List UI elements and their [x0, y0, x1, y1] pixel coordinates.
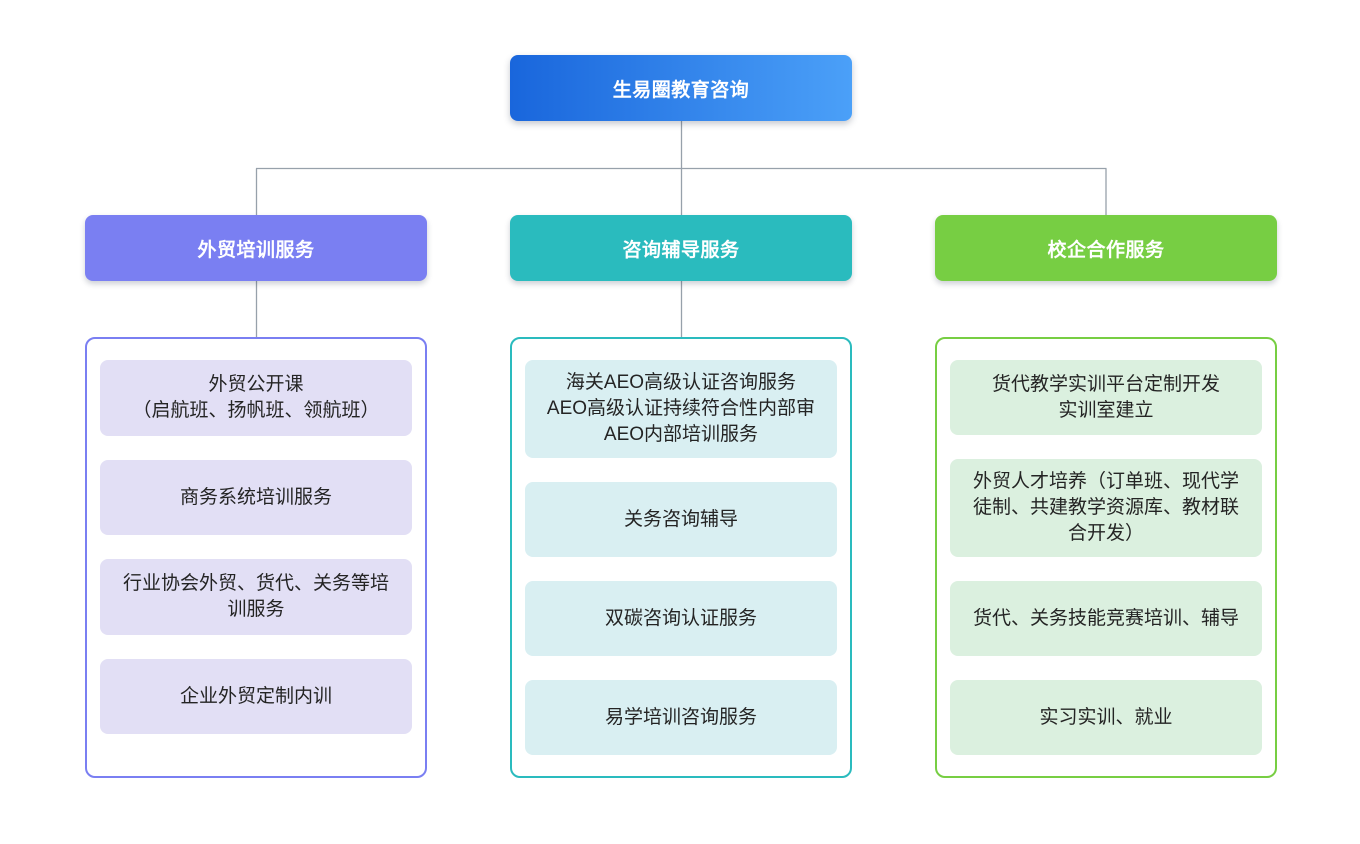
service-item-label: 商务系统培训服务 [179, 486, 332, 508]
branch-header-label: 校企合作服务 [1047, 239, 1165, 261]
service-item: 行业协会外贸、货代、关务等培训服务 [100, 559, 412, 635]
service-item: 货代教学实训平台定制开发 实训室建立 [950, 360, 1262, 435]
service-item-label: 易学培训咨询服务 [604, 706, 757, 728]
branch-items-container: 货代教学实训平台定制开发 实训室建立 外贸人才培养（订单班、现代学徒制、共建教学… [935, 337, 1277, 778]
service-item: 实习实训、就业 [950, 680, 1262, 755]
service-item-label: 外贸人才培养（订单班、现代学徒制、共建教学资源库、教材联合开发） [972, 471, 1239, 544]
root-node-label: 生易圈教育咨询 [612, 79, 750, 101]
service-item: 易学培训咨询服务 [525, 680, 837, 755]
service-item-label: 货代、关务技能竞赛培训、辅导 [972, 607, 1239, 629]
branch-header-foreign-trade-training: 外贸培训服务 [85, 215, 427, 281]
branch-items-container: 海关AEO高级认证咨询服务 AEO高级认证持续符合性内部审 AEO内部培训服务 … [510, 337, 852, 778]
service-item: 货代、关务技能竞赛培训、辅导 [950, 581, 1262, 656]
branch-header-school-enterprise: 校企合作服务 [935, 215, 1277, 281]
service-item: 外贸公开课 （启航班、扬帆班、领航班） [100, 360, 412, 436]
service-item-label: 外贸公开课 （启航班、扬帆班、领航班） [132, 374, 380, 421]
service-item: 企业外贸定制内训 [100, 659, 412, 734]
service-item-label: 企业外贸定制内训 [179, 685, 332, 707]
service-item: 商务系统培训服务 [100, 460, 412, 535]
branch-header-label: 咨询辅导服务 [622, 239, 740, 261]
service-item-label: 双碳咨询认证服务 [604, 607, 757, 629]
service-item-label: 货代教学实训平台定制开发 实训室建立 [991, 373, 1220, 421]
branch-header-consulting-coaching: 咨询辅导服务 [510, 215, 852, 281]
branch-header-label: 外贸培训服务 [197, 239, 315, 261]
branch-items-container: 外贸公开课 （启航班、扬帆班、领航班） 商务系统培训服务 行业协会外贸、货代、关… [85, 337, 427, 778]
service-item: 关务咨询辅导 [525, 482, 837, 557]
service-item-label: 实习实训、就业 [1039, 706, 1173, 728]
service-item: 双碳咨询认证服务 [525, 581, 837, 656]
service-item-label: 行业协会外贸、货代、关务等培训服务 [122, 573, 389, 620]
service-item-label: 关务咨询辅导 [623, 508, 738, 530]
service-item: 外贸人才培养（订单班、现代学徒制、共建教学资源库、教材联合开发） [950, 459, 1262, 557]
service-item-label: 海关AEO高级认证咨询服务 AEO高级认证持续符合性内部审 AEO内部培训服务 [546, 372, 816, 445]
service-item: 海关AEO高级认证咨询服务 AEO高级认证持续符合性内部审 AEO内部培训服务 [525, 360, 837, 458]
root-node: 生易圈教育咨询 [510, 55, 852, 121]
